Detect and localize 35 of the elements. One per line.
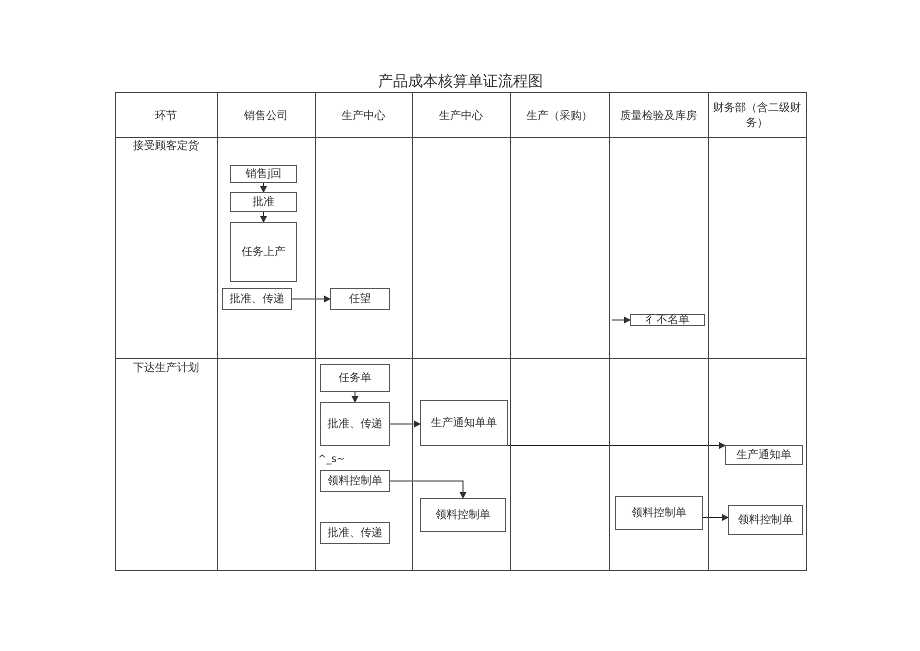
document-box: 任务单 [320,364,390,392]
row-header: 接受顾客定货 [132,138,200,152]
column-header: 生产中心 [340,108,386,124]
arrow [508,442,726,449]
arrow [390,420,421,428]
arrow [260,182,267,193]
document-box: 批准、传递 [222,288,292,310]
arrow [260,212,267,223]
document-box: 生产通知单单 [420,400,508,446]
column-header: 销售公司 [243,108,289,124]
document-box: 领料控制单 [420,498,506,532]
column-header: 财务部（含二级财务） [712,100,802,131]
column-header: 生产（采购） [526,108,594,124]
column-header: 生产中心 [438,108,484,124]
stray-mark: ^_s~ [318,452,345,466]
document-box: 批准、传递 [320,402,390,446]
document-box: 任望 [330,288,390,310]
column-header: 质量检验及库房 [619,108,698,124]
document-box: 领料控制单 [728,505,803,535]
arrow [612,316,631,324]
document-box: 销售j回 [230,165,297,183]
row-header: 下达生产计划 [132,360,200,374]
diagram-title: 产品成本核算单证流程图 [377,70,544,92]
document-box: 彳不名单 [630,314,705,326]
document-box: 批准 [230,192,297,212]
column-header: 环节 [154,108,178,124]
document-box: 批准、传递 [320,522,390,544]
document-box: 领料控制单 [615,496,703,530]
document-box: 任务上产 [230,222,297,282]
document-box: 生产通知单 [725,445,803,465]
arrow [292,296,331,302]
document-box: 领料控制单 [320,470,390,492]
arrow [352,392,358,403]
arrow [390,480,466,499]
arrow [702,514,729,521]
